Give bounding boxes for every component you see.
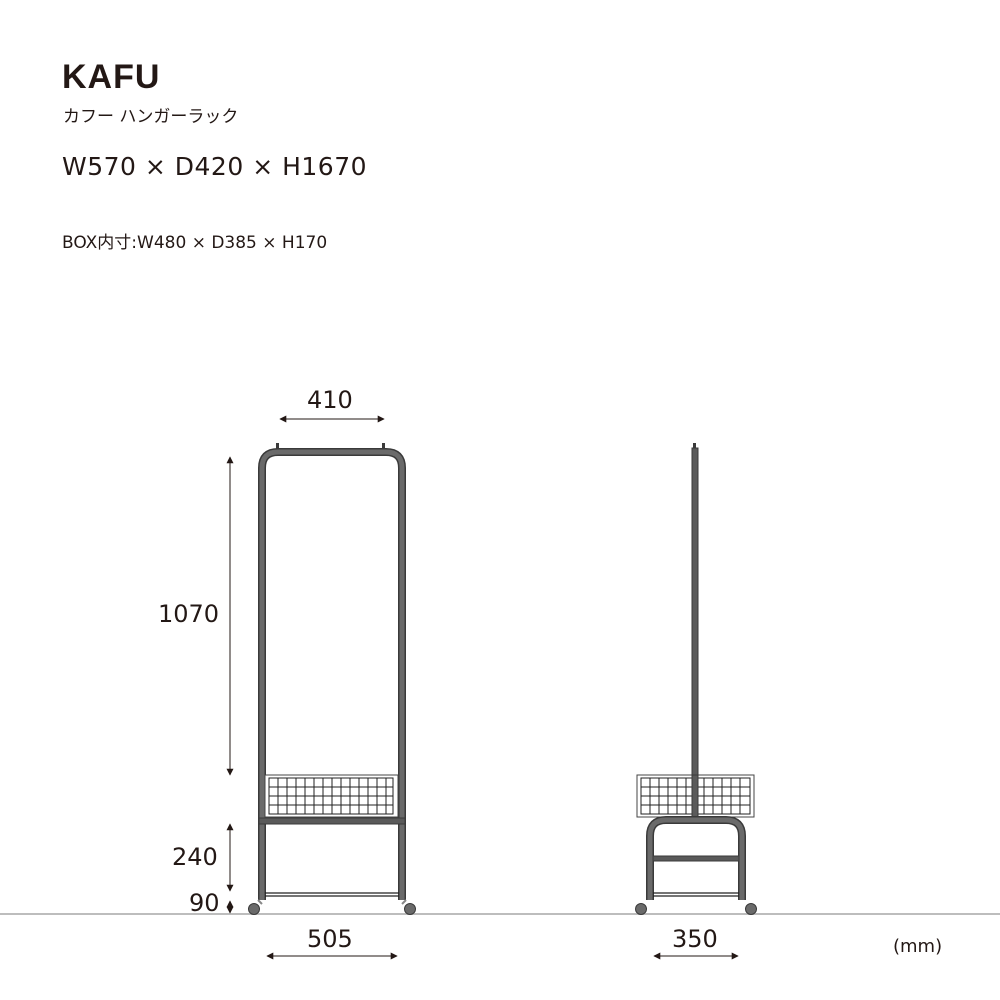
product-subtitle: カフー ハンガーラック: [63, 107, 239, 127]
front-view-rack: [248, 443, 416, 915]
box-inner-dimensions: BOX内寸:W480 × D385 × H170: [62, 233, 328, 253]
dim-label-top-width: 410: [307, 386, 353, 414]
side-view-rack: [635, 443, 757, 915]
overall-dimensions: W570 × D420 × H1670: [62, 152, 368, 181]
unit-label: (mm): [893, 936, 943, 957]
dim-label-base-depth: 350: [672, 925, 718, 953]
dim-label-hanging-height: 1070: [158, 600, 220, 628]
product-title: KAFU: [62, 58, 161, 96]
dim-label-base-width: 505: [307, 925, 353, 953]
dim-label-box-height: 240: [172, 843, 218, 871]
dim-label-bottom-clearance: 90: [189, 889, 220, 917]
